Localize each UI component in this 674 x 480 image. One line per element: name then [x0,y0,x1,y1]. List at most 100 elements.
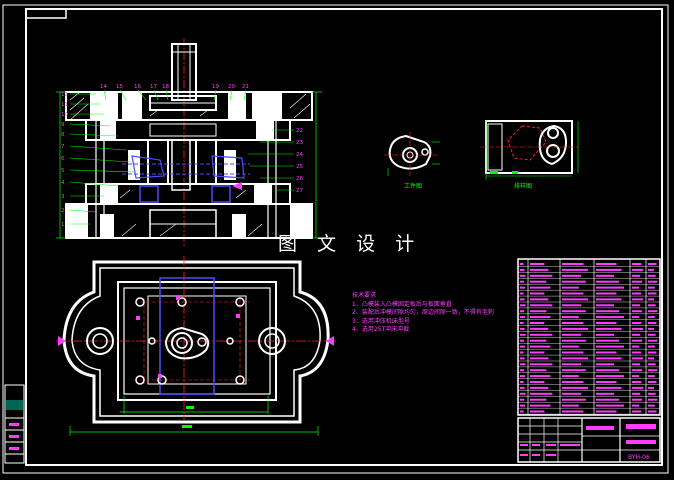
sheet-border [2,4,669,474]
bom-cell-mark [562,286,579,289]
bom-cell-mark [520,398,525,401]
bom-cell-mark [530,322,545,324]
bom-cell-mark [562,310,586,313]
bom-cell-mark [596,351,617,354]
bom-cell-mark [530,274,553,277]
bom-cell-mark [520,345,526,348]
bom-cell-mark [530,357,549,360]
bom-cell-mark [648,274,656,277]
part-numbers-top: 14 15 16 17 18 19 20 21 [100,84,249,90]
bom-cell-mark [530,268,549,271]
strip-layout: 排样图 [480,120,580,190]
bom-cell-mark [648,381,657,383]
bom-cell-mark [530,392,553,395]
bom-cell-mark [632,345,640,348]
bom-cell-mark [520,386,525,389]
part-number-2: 2 [61,208,65,214]
part-drawing: 工件图 [384,132,440,190]
part-number-3: 3 [61,194,65,200]
bom-cell-mark [596,286,624,289]
technical-requirements: 技术要求 1、凸模装入凸模固定板后与板面垂直 2、装配后冲模间隙均匀，周边间隙一… [352,292,494,335]
bom-cell-mark [520,392,526,395]
bom-cell-mark [562,386,589,389]
part-numbers-left: 12 11 10 9 8 7 6 5 4 3 2 1 [61,92,68,228]
bom-cell-mark [596,381,617,383]
bom-cell-mark [562,369,586,372]
bom-cell-mark [648,327,654,330]
technical-requirement-3: 3、选用冲压机床型号 [352,317,410,325]
bom-cell-mark [562,410,584,413]
bom-cell-mark [596,322,617,324]
bom-cell-mark [562,381,584,383]
bom-cell-mark [530,404,551,407]
bom-cell-mark [562,304,582,307]
bom-cell-mark [596,375,624,378]
bom-cell-mark [562,327,589,330]
bom-cell-mark [520,310,525,313]
left-margin-strip [4,384,25,464]
part-number-16: 16 [134,84,141,90]
part-number-26: 26 [296,176,303,182]
plan-view [56,256,336,436]
technical-requirement-2: 2、装配后冲模间隙均匀，周边间隙一致，不得有毛刺 [352,309,494,317]
bom-cell-mark [530,363,553,366]
front-section-view [56,38,322,248]
bom-cell-mark [648,345,655,348]
bom-cell-mark [562,398,586,401]
technical-requirement-1: 1、凸模装入凸模固定板后与板面垂直 [352,300,452,308]
drawing-frame [25,8,663,466]
bom-cell-mark [632,316,640,319]
bom-cell-mark [648,298,654,301]
part-number-23: 23 [296,140,303,146]
bom-cell-mark [562,333,582,336]
part-number-7: 7 [61,144,65,150]
bom-cell-mark [520,381,524,383]
bom-cell-mark [562,351,584,354]
bom-cell-mark [520,363,526,366]
bom-cell-mark [520,351,524,354]
bom-cell-mark [648,268,654,271]
technical-requirement-4: 4、选用25T冲床冲裁 [352,326,410,334]
bom-cell-mark [520,357,525,360]
bom-cell-mark [520,268,525,271]
bom-cell-mark [530,339,547,342]
bom-cell-mark [596,304,614,307]
bom-cell-mark [562,345,579,348]
bom-cell-mark [530,304,553,307]
bom-cell-mark [648,310,658,313]
bom-cell-mark [596,333,614,336]
bom-cell-mark [562,375,579,378]
bom-cell-mark [648,398,658,401]
bom-cell-mark [648,286,655,289]
bom-cell-mark [596,292,617,295]
bom-cell-mark [520,280,525,283]
bom-cell-mark [562,363,582,366]
bom-cell-mark [632,286,640,289]
part-number-12: 12 [61,92,68,98]
technical-requirements-heading: 技术要求 [352,292,377,299]
bom-cell-mark [596,410,617,413]
part-number-11: 11 [61,102,68,108]
bom-cell-mark [530,381,545,383]
part-number-21: 21 [242,84,249,90]
bom-cell-mark [648,375,655,378]
bom-cell-mark [520,274,526,277]
bom-cell-mark [520,292,524,295]
bom-cell-mark [632,339,643,342]
bom-cell-mark [530,333,553,336]
part-number-5: 5 [61,168,65,174]
bom-cell-mark [520,327,525,330]
part-number-8: 8 [61,132,65,138]
bom-cell-mark [632,268,644,271]
bom-cell-mark [648,322,657,324]
bom-cell-mark [520,286,526,289]
bom-cell-mark [596,339,619,342]
bom-cell-mark [520,339,525,342]
part-number-22: 22 [296,128,303,134]
bom-cell-mark [648,339,658,342]
bom-cell-mark [520,410,524,413]
bom-cell-mark [632,386,644,389]
bom-cell-mark [562,274,582,277]
bom-cell-mark [648,280,658,283]
